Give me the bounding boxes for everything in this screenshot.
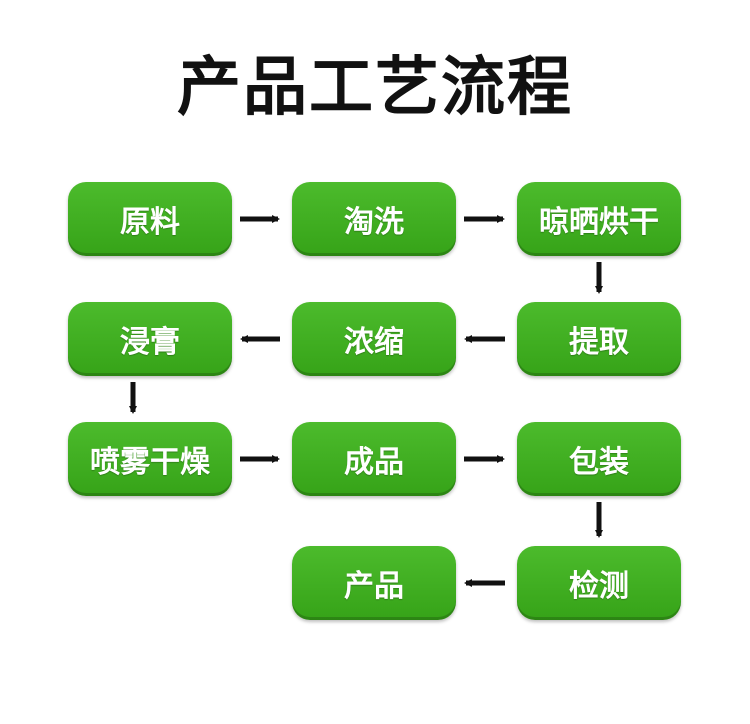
step-product: 产品 bbox=[292, 546, 456, 620]
page-title: 产品工艺流程 bbox=[177, 51, 573, 125]
step-drying-airing: 晾晒烘干 bbox=[517, 182, 681, 256]
step-inspection: 检测 bbox=[517, 546, 681, 620]
step-extraction: 提取 bbox=[517, 302, 681, 376]
step-washing: 淘洗 bbox=[292, 182, 456, 256]
step-spray-drying: 喷雾干燥 bbox=[68, 422, 232, 496]
step-concentration: 浓缩 bbox=[292, 302, 456, 376]
step-soaking-paste: 浸膏 bbox=[68, 302, 232, 376]
step-raw-material: 原料 bbox=[68, 182, 232, 256]
step-finished-product: 成品 bbox=[292, 422, 456, 496]
step-packaging: 包装 bbox=[517, 422, 681, 496]
